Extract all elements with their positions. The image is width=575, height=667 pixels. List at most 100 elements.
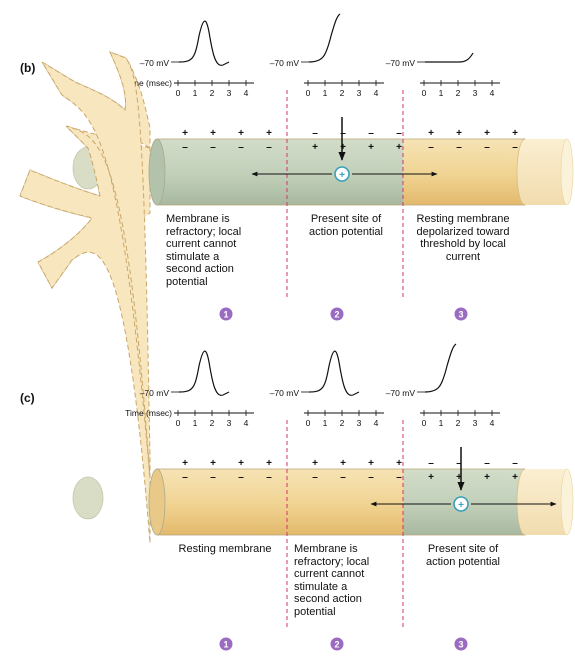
charge-top-1-1-1: + bbox=[182, 458, 188, 469]
charge-bottom-0-1-2: – bbox=[210, 142, 216, 153]
time-tick-label-0-2-3: 3 bbox=[357, 88, 362, 98]
charge-bottom-0-1-3: – bbox=[238, 142, 244, 153]
time-tick-label-0-3-2: 2 bbox=[456, 88, 461, 98]
badge-1-1 bbox=[219, 637, 233, 651]
axon-segment-1-1 bbox=[157, 469, 287, 535]
charge-bottom-1-3-2: + bbox=[456, 472, 462, 483]
charge-top-1-2-2: + bbox=[340, 458, 346, 469]
caption-1-3: Present site of action potential bbox=[426, 543, 500, 568]
charge-top-1-2-4: + bbox=[396, 458, 402, 469]
charge-bottom-0-2-1: + bbox=[312, 142, 318, 153]
time-tick-label-1-3-2: 2 bbox=[456, 418, 461, 428]
charge-top-1-3-1: – bbox=[428, 458, 434, 469]
positive-charge-marker-sign-1: + bbox=[458, 500, 464, 511]
axon-segment-0-1 bbox=[157, 139, 287, 205]
charge-top-0-1-1: + bbox=[182, 128, 188, 139]
charge-bottom-1-2-2: – bbox=[340, 472, 346, 483]
time-tick-label-1-3-3: 3 bbox=[473, 418, 478, 428]
caption-0-2: Present site of action potential bbox=[309, 213, 383, 238]
charge-top-1-2-1: + bbox=[312, 458, 318, 469]
time-tick-label-1-2-2: 2 bbox=[340, 418, 345, 428]
charge-top-0-1-3: + bbox=[238, 128, 244, 139]
time-tick-label-1-3-1: 1 bbox=[439, 418, 444, 428]
charge-bottom-1-3-3: + bbox=[484, 472, 490, 483]
voltage-label-1-3: –70 mV bbox=[386, 388, 416, 398]
charge-bottom-1-1-4: – bbox=[266, 472, 272, 483]
badge-0-1 bbox=[219, 307, 233, 321]
charge-top-0-3-1: + bbox=[428, 128, 434, 139]
time-tick-label-1-2-4: 4 bbox=[374, 418, 379, 428]
charge-bottom-0-3-1: – bbox=[428, 142, 434, 153]
axon-segment-0-3 bbox=[403, 139, 525, 205]
panel-letter-0: (b) bbox=[20, 61, 35, 75]
time-tick-label-1-2-0: 0 bbox=[306, 418, 311, 428]
badge-label-0-3: 3 bbox=[458, 310, 463, 320]
time-tick-label-0-2-1: 1 bbox=[323, 88, 328, 98]
time-tick-label-0-1-2: 2 bbox=[210, 88, 215, 98]
charge-top-0-2-2: – bbox=[340, 128, 346, 139]
voltage-trace-1-2 bbox=[308, 350, 360, 396]
charge-bottom-1-2-4: – bbox=[396, 472, 402, 483]
caption-0-1: Membrane is refractory; local current ca… bbox=[166, 213, 242, 288]
badge-0-2 bbox=[330, 307, 344, 321]
voltage-label-0-1: –70 mV bbox=[140, 58, 170, 68]
time-tick-label-1-3-0: 0 bbox=[422, 418, 427, 428]
axon-tail-1 bbox=[525, 469, 567, 535]
time-tick-label-0-2-2: 2 bbox=[340, 88, 345, 98]
badge-label-0-2: 2 bbox=[334, 310, 339, 320]
badge-1-3 bbox=[454, 637, 468, 651]
charge-bottom-1-1-3: – bbox=[238, 472, 244, 483]
charge-bottom-1-2-3: – bbox=[368, 472, 374, 483]
time-tick-label-0-1-4: 4 bbox=[244, 88, 249, 98]
charge-top-1-1-3: + bbox=[238, 458, 244, 469]
charge-bottom-0-1-1: – bbox=[182, 142, 188, 153]
time-tick-label-1-1-2: 2 bbox=[210, 418, 215, 428]
axon-segment-1-2 bbox=[287, 469, 403, 535]
badge-0-3 bbox=[454, 307, 468, 321]
time-tick-label-1-3-4: 4 bbox=[490, 418, 495, 428]
time-tick-label-0-3-0: 0 bbox=[422, 88, 427, 98]
charge-bottom-1-3-1: + bbox=[428, 472, 434, 483]
time-tick-label-0-2-0: 0 bbox=[306, 88, 311, 98]
voltage-label-1-1: –70 mV bbox=[140, 388, 170, 398]
badge-label-1-3: 3 bbox=[458, 640, 463, 650]
charge-bottom-0-2-2: + bbox=[340, 142, 346, 153]
badge-label-1-1: 1 bbox=[223, 640, 228, 650]
voltage-trace-0-2 bbox=[308, 13, 341, 63]
badge-1-2 bbox=[330, 637, 344, 651]
voltage-label-0-2: –70 mV bbox=[270, 58, 300, 68]
time-tick-label-0-3-3: 3 bbox=[473, 88, 478, 98]
charge-bottom-0-2-4: + bbox=[396, 142, 402, 153]
time-tick-label-1-2-1: 1 bbox=[323, 418, 328, 428]
charge-bottom-1-2-1: – bbox=[312, 472, 318, 483]
caption-1-2: Membrane is refractory; local current ca… bbox=[294, 543, 370, 618]
time-tick-label-0-2-4: 4 bbox=[374, 88, 379, 98]
charge-top-1-1-2: + bbox=[210, 458, 216, 469]
time-tick-label-0-1-1: 1 bbox=[193, 88, 198, 98]
voltage-trace-0-3 bbox=[425, 52, 474, 63]
charge-bottom-0-1-4: – bbox=[266, 142, 272, 153]
charge-top-1-2-3: + bbox=[368, 458, 374, 469]
positive-charge-marker-0 bbox=[334, 166, 350, 182]
time-tick-label-1-1-0: 0 bbox=[176, 418, 181, 428]
cell-body-1 bbox=[19, 51, 151, 544]
time-tick-label-1-1-3: 3 bbox=[227, 418, 232, 428]
time-tick-label-0-3-1: 1 bbox=[439, 88, 444, 98]
voltage-trace-1-3 bbox=[424, 343, 457, 393]
axon-start-cap-0 bbox=[148, 138, 166, 206]
charge-top-0-2-1: – bbox=[312, 128, 318, 139]
time-tick-label-1-1-4: 4 bbox=[244, 418, 249, 428]
caption-0-3: Resting membrane depolarized toward thre… bbox=[416, 213, 510, 263]
charge-top-0-2-4: – bbox=[396, 128, 402, 139]
axon-tail-end-0 bbox=[560, 138, 574, 206]
axon-tail-end-1 bbox=[560, 468, 574, 536]
charge-top-0-1-4: + bbox=[266, 128, 272, 139]
charge-top-1-3-2: – bbox=[456, 458, 462, 469]
voltage-trace-0-1 bbox=[178, 20, 230, 66]
time-axis-label-0: Time (msec) bbox=[125, 78, 172, 88]
charge-bottom-1-1-2: – bbox=[210, 472, 216, 483]
positive-charge-marker-1 bbox=[453, 496, 469, 512]
charge-bottom-0-2-3: + bbox=[368, 142, 374, 153]
badge-label-0-1: 1 bbox=[223, 310, 228, 320]
